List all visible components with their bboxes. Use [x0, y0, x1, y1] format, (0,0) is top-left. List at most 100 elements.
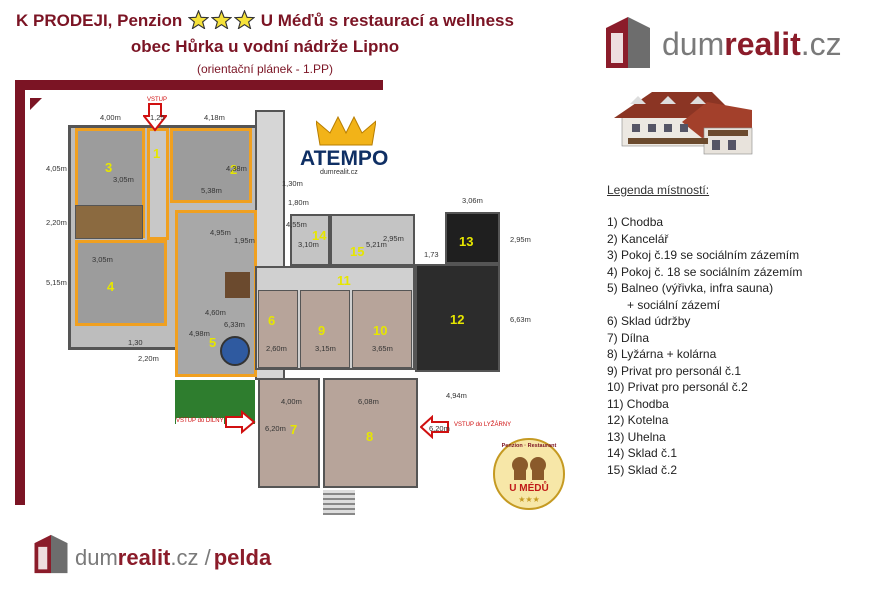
atempo-logo-text: ATEMPO	[300, 147, 389, 170]
legend-title: Legenda místností:	[607, 183, 710, 197]
legend-item: 10) Privat pro personál č.2	[607, 380, 748, 394]
plan-frame	[15, 80, 383, 505]
dimension-label: 6,33m	[224, 320, 245, 329]
dimension-label: 1,30	[128, 338, 143, 347]
dimension-label: 1,30m	[282, 179, 303, 188]
dimension-label: 1,80m	[288, 198, 309, 207]
room-number-15: 15	[350, 244, 365, 259]
brand-prefix: dum	[75, 545, 118, 570]
legend-item: + sociální zázemí	[627, 297, 721, 312]
dimension-label: 2,95m	[510, 235, 531, 244]
restaurant-logo-top: Penzion · Restaurant	[501, 443, 557, 449]
entrance-arrow-icon	[143, 103, 167, 132]
dimension-label: 5,21m	[366, 240, 387, 249]
room-number-1: 1	[153, 146, 161, 161]
dimension-label: 3,10m	[298, 240, 319, 249]
brand-prefix: dum	[662, 26, 725, 62]
dimension-label: 3,05m	[113, 175, 134, 184]
dimension-label: 4,98m	[189, 329, 210, 338]
restaurant-logo: Penzion · Restaurant U MÉDŮ ★★★	[492, 437, 566, 511]
room-13	[445, 212, 500, 264]
floor-plan: 3 1 2 4 5 11 6 9 10 12 13 14 15 7 8 VSTU…	[0, 80, 600, 515]
atempo-logo: ATEMPO dumrealit.cz	[298, 115, 398, 180]
title-prefix: K PRODEJI, Penzion	[16, 11, 183, 30]
ski-entrance-arrow-icon	[420, 415, 449, 439]
house-logo-icon	[34, 534, 68, 574]
dimension-label: 5,38m	[201, 186, 222, 195]
sauna-icon	[225, 272, 250, 298]
page-title: K PRODEJI, Penzion U Méďů s restaurací a…	[0, 10, 530, 31]
room-9	[300, 290, 350, 368]
dimension-label: 2,20m	[138, 354, 159, 363]
legend: 1) Chodba 2) Kancelář 3) Pokoj č.19 se s…	[607, 214, 802, 478]
brand-user: pelda	[213, 545, 272, 570]
dimension-label: 1,25	[150, 113, 165, 122]
room-number-11: 11	[337, 273, 351, 288]
room-number-14: 14	[312, 228, 327, 243]
dimension-label: 2,60m	[266, 344, 287, 353]
workshop-entrance-label: VSTUP do DÍLNY	[176, 418, 224, 424]
dimension-label: 6,20m	[429, 424, 450, 433]
dimension-label: 3,65m	[372, 344, 393, 353]
room-number-13: 13	[459, 234, 474, 249]
legend-item: 1) Chodba	[607, 215, 664, 229]
ski-entrance-label: VSTUP do LYŽÁRNY	[454, 422, 512, 428]
dumrealit-user-logo[interactable]: dumrealit.cz /pelda	[33, 533, 303, 579]
room-number-5: 5	[209, 335, 217, 350]
room-10	[352, 290, 412, 368]
room-2	[170, 128, 252, 203]
room-1	[147, 128, 169, 240]
dimension-label: 6,20m	[265, 424, 286, 433]
room-12	[415, 264, 500, 372]
dimension-label: 6,63m	[510, 315, 531, 324]
legend-item: 5) Balneo (výřivka, infra sauna)	[607, 281, 774, 295]
dimension-label: 4,55m	[286, 220, 307, 229]
dimension-label: 2,95m	[383, 234, 404, 243]
room-4	[75, 240, 167, 326]
dimension-label: 5,15m	[46, 278, 67, 287]
room-number-12: 12	[450, 312, 465, 327]
star-icon	[234, 10, 256, 29]
legend-item: 12) Kotelna	[607, 413, 669, 427]
legend-item: 15) Sklad č.2	[607, 462, 678, 477]
workshop-entrance-arrow-icon	[225, 410, 256, 434]
dimension-label: 4,00m	[100, 113, 121, 122]
title-suffix: U Méďů s restaurací a wellness	[260, 11, 514, 30]
brand-accent: realit	[117, 545, 171, 570]
brand-suffix: .cz /	[170, 545, 211, 570]
dimension-label: 4,94m	[446, 391, 467, 400]
room-number-4: 4	[107, 279, 115, 294]
restaurant-logo-name: U MÉDŮ	[509, 483, 549, 494]
dimension-label: 4,38m	[226, 164, 247, 173]
legend-item: 11) Chodba	[607, 396, 669, 411]
room-number-8: 8	[366, 429, 374, 444]
dimension-label: 3,15m	[315, 344, 336, 353]
dimension-label: 3,06m	[462, 196, 483, 205]
plan-caption: (orientační plánek - 1.PP)	[196, 62, 334, 76]
dimension-label: 4,00m	[281, 397, 302, 406]
star-icon	[211, 10, 233, 29]
dimension-label: 3,05m	[92, 255, 113, 264]
room-number-3: 3	[105, 160, 113, 175]
room-number-9: 9	[318, 323, 326, 338]
dumrealit-logo[interactable]: dumrealit.cz	[604, 15, 864, 70]
legend-item: 6) Sklad údržby	[607, 314, 691, 328]
dimension-label: 4,60m	[205, 308, 226, 317]
room-6	[258, 290, 298, 368]
brand-accent: realit	[724, 26, 801, 62]
stairs	[323, 490, 355, 515]
legend-item: 2) Kancelář	[607, 231, 669, 246]
room-number-10: 10	[373, 323, 388, 338]
dimension-label: 4,95m	[210, 228, 231, 237]
room-7	[258, 378, 320, 488]
atempo-logo-sub: dumrealit.cz	[320, 169, 358, 176]
room-number-6: 6	[268, 313, 276, 328]
room-number-2: 2	[230, 162, 238, 177]
legend-item: 14) Sklad č.1	[607, 446, 678, 460]
legend-item: 4) Pokoj č. 18 se sociálním zázemím	[607, 264, 803, 279]
house-illustration	[614, 92, 753, 155]
legend-item: 7) Dílna	[607, 330, 650, 345]
crown-icon	[316, 115, 376, 146]
entrance-label: VSTUP	[147, 97, 168, 103]
room-15	[330, 214, 415, 266]
